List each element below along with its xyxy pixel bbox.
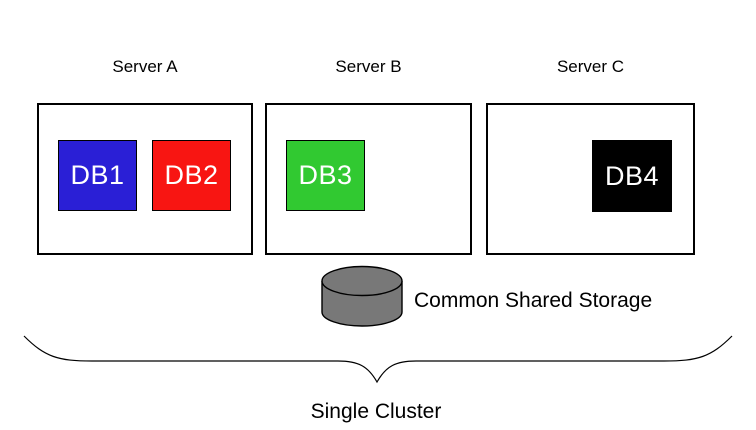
server-a-box: DB1 DB2 xyxy=(37,103,253,255)
db1-box: DB1 xyxy=(58,140,137,211)
single-cluster-label: Single Cluster xyxy=(310,400,442,423)
database-cylinder-icon xyxy=(321,265,403,327)
db2-box: DB2 xyxy=(152,140,231,211)
cluster-brace xyxy=(23,335,733,384)
shared-storage-label: Common Shared Storage xyxy=(414,289,653,312)
server-c-label: Server C xyxy=(556,57,625,76)
server-c-box: DB4 xyxy=(486,103,695,255)
db4-box: DB4 xyxy=(592,140,672,212)
server-b-label: Server B xyxy=(335,57,402,76)
server-a-label: Server A xyxy=(112,57,178,76)
server-b-box: DB3 xyxy=(265,103,472,255)
db3-box: DB3 xyxy=(286,140,365,211)
